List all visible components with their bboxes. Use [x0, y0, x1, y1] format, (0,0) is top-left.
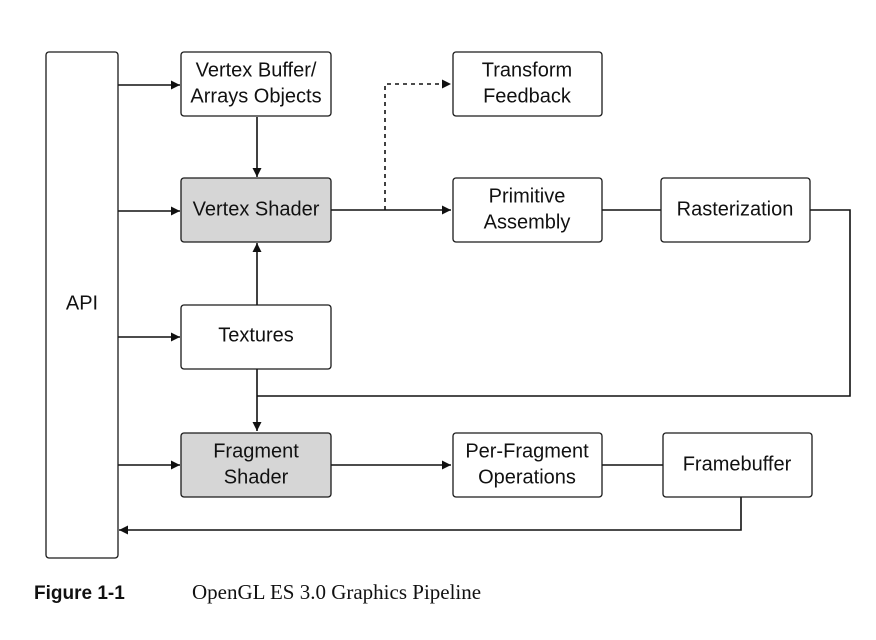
- textures-box: Textures: [180, 304, 332, 370]
- rasterization-label: Rasterization: [677, 198, 794, 220]
- fragment-shader-label-line-1: Fragment: [213, 440, 299, 462]
- vertex-shader-box: Vertex Shader: [180, 177, 332, 243]
- per-fragment-operations-label-line-1: Per-Fragment: [465, 440, 589, 462]
- edge-vertex-shader-to-transform-feedback: [384, 79, 451, 210]
- edges: [118, 79, 851, 535]
- primitive-assembly-box: Primitive Assembly: [452, 177, 603, 243]
- vertex-buffer-box: Vertex Buffer/ Arrays Objects: [180, 51, 332, 117]
- vertex-buffer-label-line-1: Vertex Buffer/: [196, 59, 317, 81]
- fragment-shader-label-line-2: Shader: [224, 466, 289, 488]
- primitive-assembly-label-line-1: Primitive: [489, 185, 566, 207]
- edge-framebuffer-to-api: [119, 497, 742, 535]
- fragment-shader-box: Fragment Shader: [180, 432, 332, 498]
- primitive-assembly-label-line-2: Assembly: [484, 211, 571, 233]
- framebuffer-label: Framebuffer: [683, 453, 792, 475]
- figure-number: Figure 1-1: [34, 583, 125, 604]
- vertex-buffer-label-line-2: Arrays Objects: [190, 85, 321, 107]
- pipeline-diagram: API Vertex Buffer/ Arrays Objects Transf…: [45, 51, 851, 559]
- transform-feedback-label-line-2: Feedback: [483, 85, 572, 107]
- api-box: API: [45, 51, 119, 559]
- vertex-shader-label: Vertex Shader: [193, 198, 320, 220]
- framebuffer-box: Framebuffer: [662, 432, 813, 498]
- textures-label: Textures: [218, 324, 294, 346]
- per-fragment-operations-box: Per-Fragment Operations: [452, 432, 603, 498]
- figure-caption: Figure 1-1 OpenGL ES 3.0 Graphics Pipeli…: [34, 580, 481, 605]
- transform-feedback-box: Transform Feedback: [452, 51, 603, 117]
- edge-rasterization-to-fragment-shader: [257, 209, 851, 397]
- api-label: API: [66, 292, 98, 314]
- transform-feedback-label-line-1: Transform: [482, 59, 572, 81]
- rasterization-box: Rasterization: [660, 177, 811, 243]
- figure-title: OpenGL ES 3.0 Graphics Pipeline: [192, 580, 482, 604]
- per-fragment-operations-label-line-2: Operations: [478, 466, 576, 488]
